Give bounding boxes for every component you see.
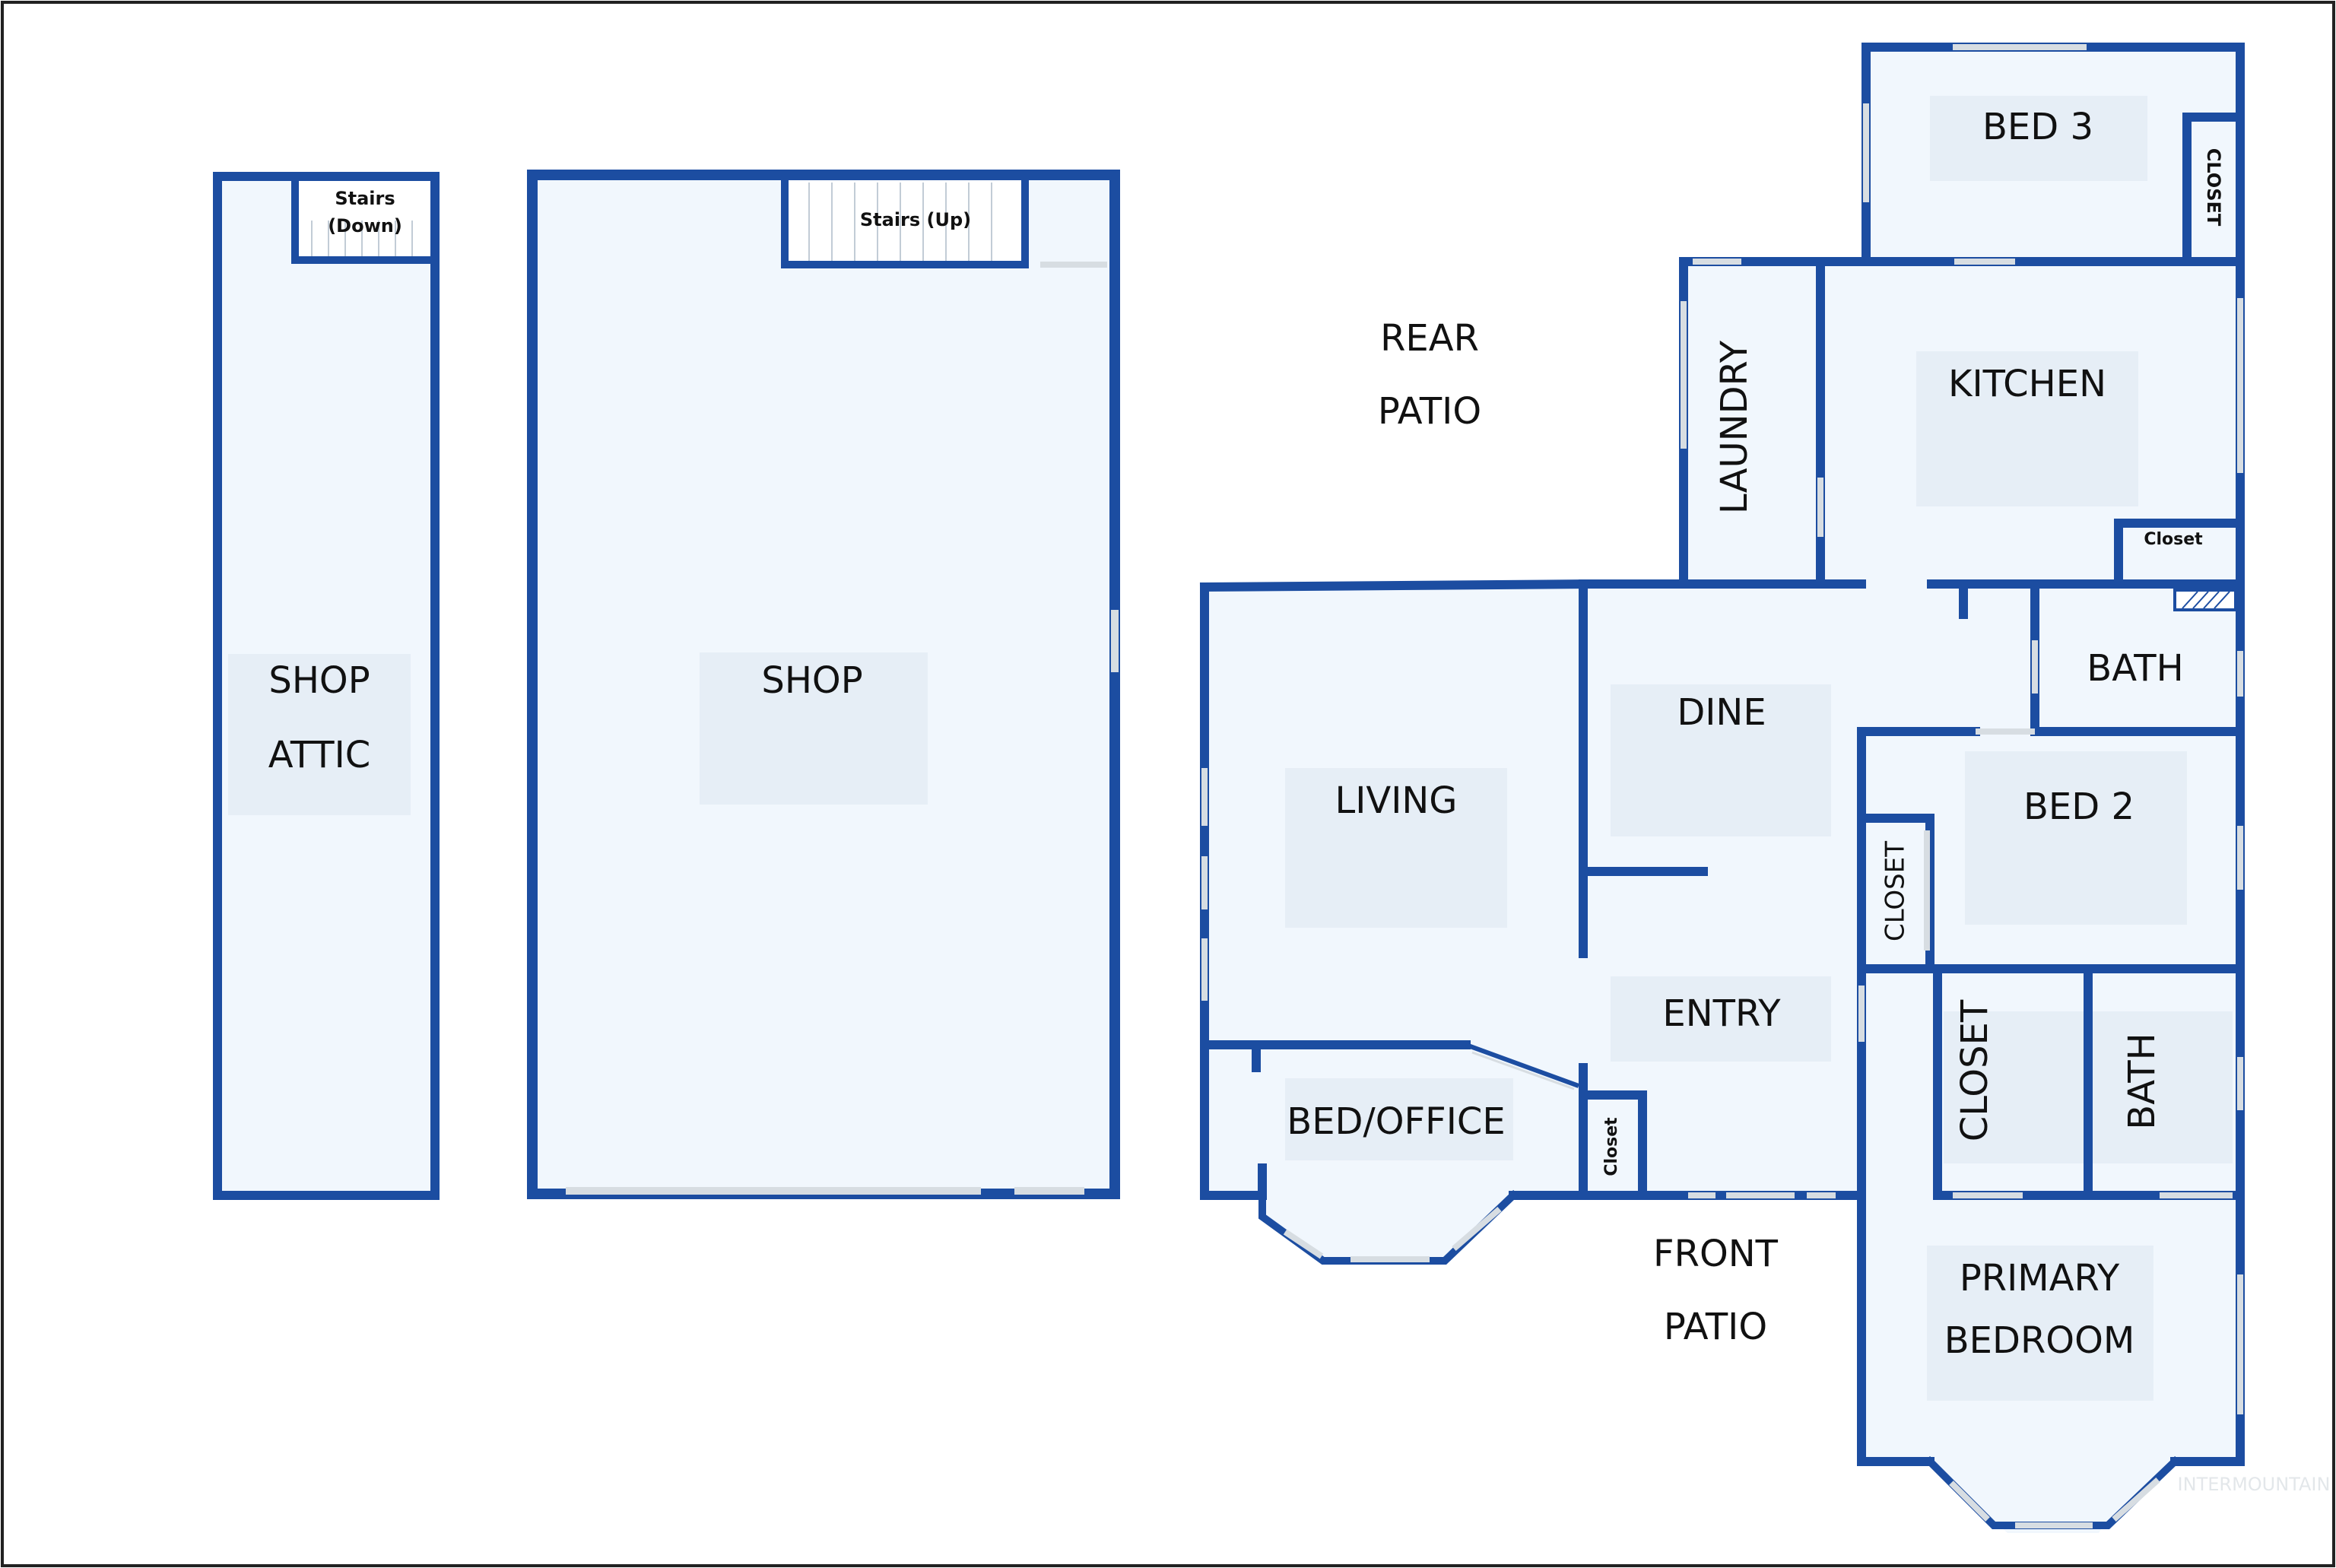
house: [1199, 43, 2245, 1533]
label-stairs-down-line1: Stairs: [335, 188, 395, 209]
label-closet-bed-2: CLOSET: [1881, 841, 1911, 941]
label-rear-patio-line1: REAR: [1380, 317, 1479, 360]
hatch-mark: [2173, 589, 2237, 611]
labels: SHOP ATTIC Stairs (Down) SHOP Stairs (Up…: [268, 106, 2331, 1495]
label-front-patio-line1: FRONT: [1653, 1233, 1779, 1275]
label-kitchen: KITCHEN: [1948, 363, 2106, 405]
label-stairs-up: Stairs (Up): [860, 209, 971, 230]
label-laundry: LAUNDRY: [1713, 340, 1756, 514]
label-closet-entry: Closet: [1602, 1117, 1621, 1176]
label-closet-primary: CLOSET: [1954, 999, 1996, 1141]
label-stairs-down-line2: (Down): [328, 215, 402, 236]
label-bath-upper: BATH: [2087, 647, 2183, 690]
label-rear-patio-line2: PATIO: [1378, 390, 1481, 433]
label-shop-attic-line2: ATTIC: [268, 734, 371, 776]
label-primary-bedroom-line2: BEDROOM: [1944, 1319, 2135, 1362]
label-bed-2: BED 2: [2023, 786, 2134, 828]
shop: [527, 170, 1120, 1199]
stairs-up: [786, 179, 1024, 263]
label-living: LIVING: [1335, 779, 1458, 822]
watermark: INTERMOUNTAIN: [2178, 1474, 2331, 1495]
label-shop-attic-line1: SHOP: [268, 659, 370, 702]
label-dine: DINE: [1677, 691, 1766, 734]
label-primary-bedroom-line1: PRIMARY: [1960, 1257, 2120, 1300]
label-closet-kitchen: Closet: [2144, 530, 2203, 549]
shop-attic: [213, 172, 440, 1200]
label-bed-3: BED 3: [1982, 106, 2093, 148]
label-closet-bed-3: CLOSET: [2203, 148, 2224, 227]
label-front-patio-line2: PATIO: [1664, 1306, 1767, 1348]
label-entry: ENTRY: [1662, 992, 1781, 1035]
stairs-down: [297, 181, 430, 260]
label-bed-office: BED/OFFICE: [1287, 1100, 1505, 1143]
label-shop: SHOP: [761, 659, 862, 702]
label-bath-lower: BATH: [2121, 1033, 2163, 1129]
